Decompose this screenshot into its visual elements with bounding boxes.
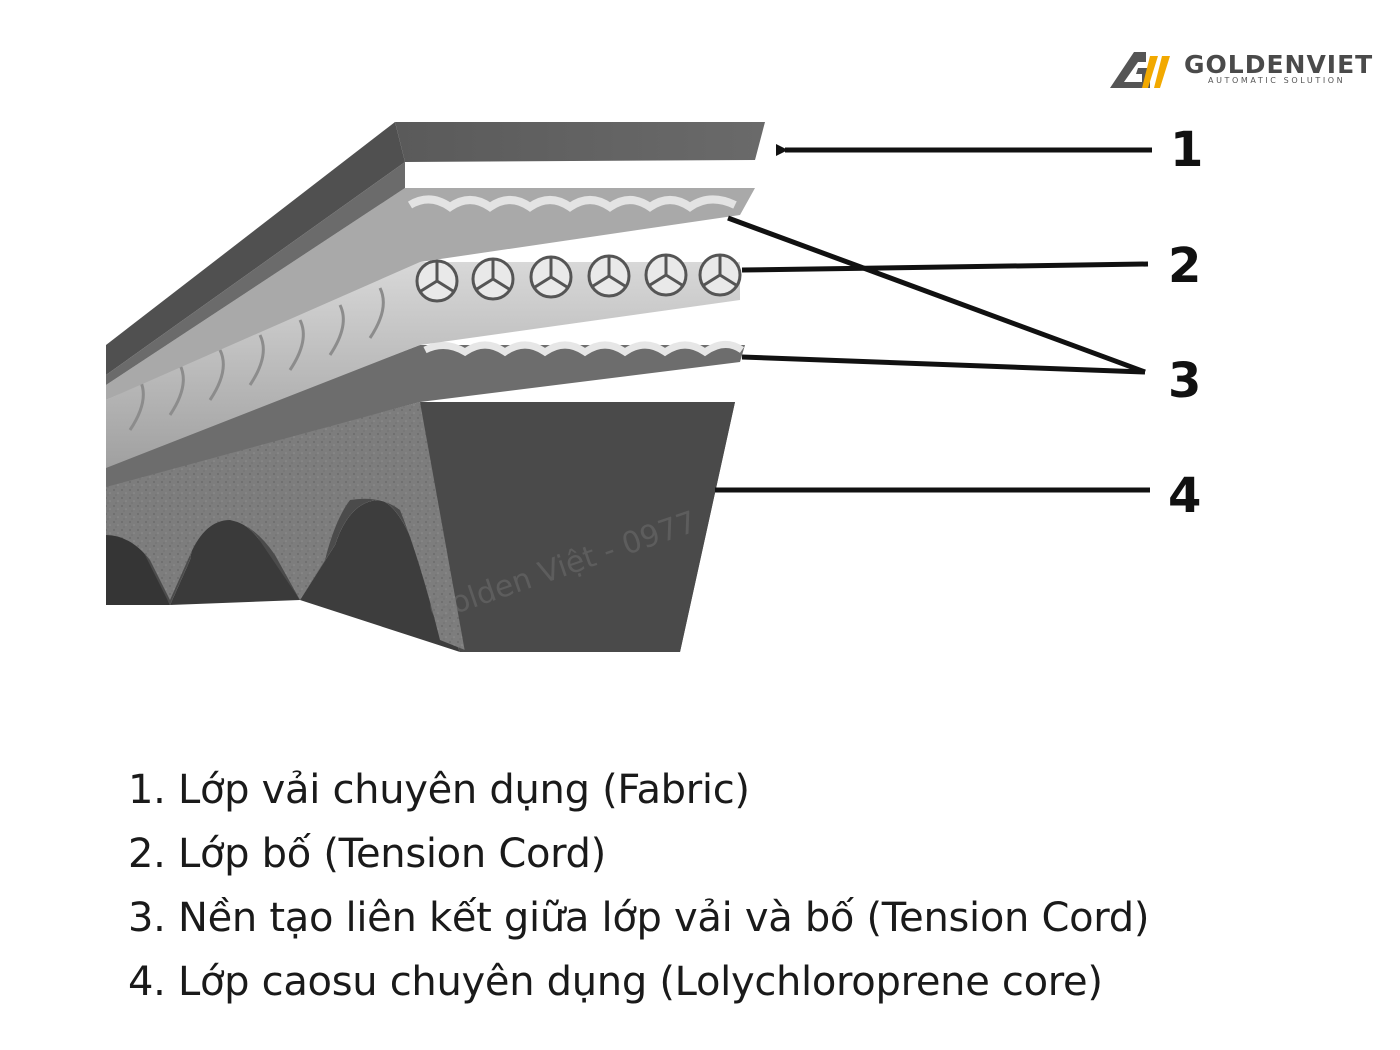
lower-adhesion-wave	[423, 341, 745, 357]
core-notch-3	[300, 500, 460, 652]
leader-2	[741, 261, 1149, 273]
legend-item-4: 4. Lớp caosu chuyên dụng (Lolychloropren…	[128, 959, 1103, 1005]
callout-4: 4	[1168, 468, 1201, 524]
legend-item-1: 1. Lớp vải chuyên dụng (Fabric)	[128, 767, 750, 813]
tension-cord-band	[106, 262, 740, 468]
core-front-face	[420, 402, 735, 652]
belt-cross-section	[106, 122, 765, 652]
callout-numbers: 1 2 3 4	[1168, 122, 1203, 524]
fabric-layer-side	[106, 122, 405, 375]
lower-adhesion-layer	[106, 345, 745, 487]
fabric-layer-top	[395, 122, 765, 162]
leader-lines	[715, 144, 1152, 493]
goldenviet-logo-icon	[1110, 52, 1170, 88]
cord-5	[644, 253, 688, 297]
legend-item-2: 2. Lớp bố (Tension Cord)	[128, 831, 606, 877]
callout-3: 3	[1168, 353, 1201, 409]
core-notch-2	[170, 519, 300, 605]
legend-item-3: 3. Nền tạo liên kết giữa lớp vải và bố (…	[128, 895, 1150, 941]
cord-4	[587, 254, 631, 298]
cord-6	[698, 253, 742, 297]
core-side-face	[106, 402, 470, 652]
leader-3b	[741, 354, 1146, 375]
callout-2: 2	[1168, 238, 1201, 294]
goldenviet-logo: GOLDENVIET AUTOMATIC SOLUTION	[1108, 48, 1388, 96]
tension-cords	[415, 253, 742, 303]
core-notch-1	[106, 534, 170, 605]
leader-3a	[727, 215, 1146, 375]
logo-tagline: AUTOMATIC SOLUTION	[1208, 76, 1346, 85]
legend-list: 1. Lớp vải chuyên dụng (Fabric) 2. Lớp b…	[128, 758, 1149, 1014]
cord-1	[415, 259, 459, 303]
cord-3	[529, 255, 573, 299]
cord-2	[471, 257, 515, 301]
callout-1: 1	[1170, 122, 1203, 178]
logo-name: GOLDENVIET	[1184, 50, 1374, 79]
fabric-layer-lower-side	[106, 162, 405, 385]
upper-adhesion-wave	[407, 195, 737, 212]
